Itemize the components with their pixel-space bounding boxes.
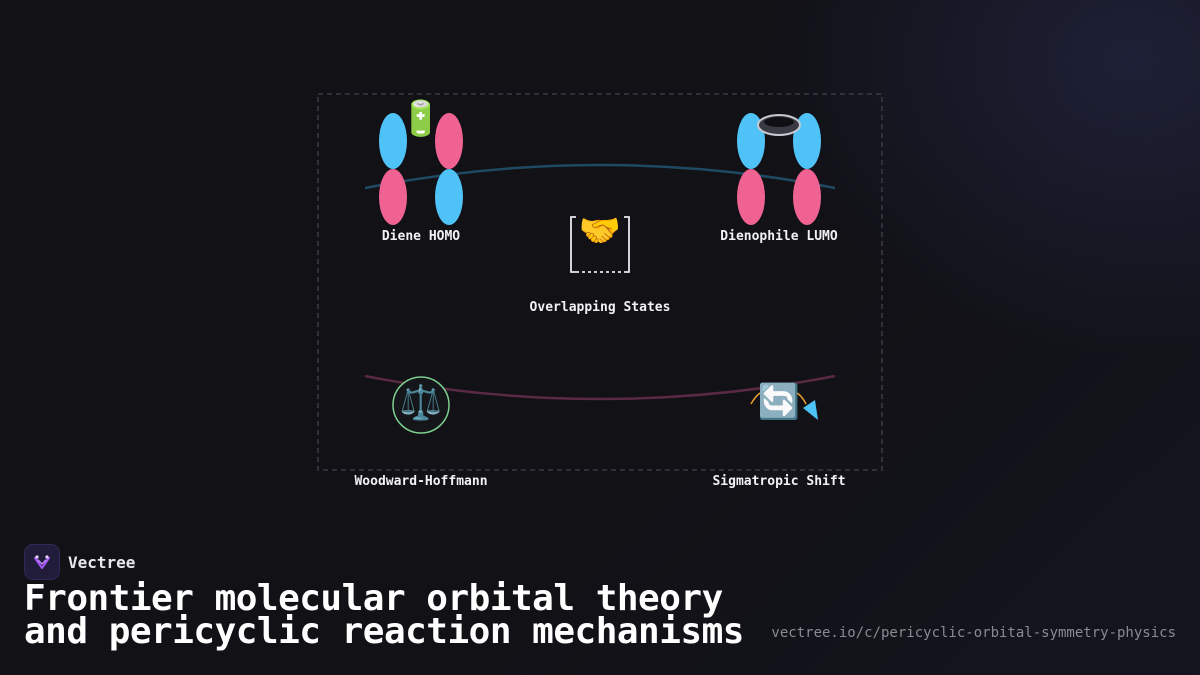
woodward-hoffmann-label: Woodward-Hoffmann (354, 474, 488, 489)
dienophile-lumo-label: Dienophile LUMO (720, 229, 838, 244)
diagram-frame (317, 93, 883, 471)
arrowhead-icon (803, 400, 818, 420)
sigmatropic-shift-label: Sigmatropic Shift (712, 474, 846, 489)
top-connection-arc (364, 163, 836, 190)
page-title: Frontier molecular orbital theory and pe… (24, 578, 744, 652)
orbital-lobe (737, 169, 765, 225)
rotate-arrows-icon: 🔄 (757, 382, 801, 422)
vectree-logo-icon (24, 544, 60, 580)
handshake-icon: 🤝 (578, 211, 622, 251)
overlap-bracket (570, 216, 630, 273)
orbital-lobe (793, 169, 821, 225)
scale-ring (392, 376, 450, 434)
diene-homo-orbital (379, 113, 463, 225)
title-line-2: and pericyclic reaction mechanisms (24, 611, 744, 652)
empty-dish-icon (757, 114, 801, 136)
orbital-lobe (379, 169, 407, 225)
battery-icon: 🔋 (399, 99, 443, 139)
brand: Vectree (24, 544, 135, 580)
orbital-lobe (379, 113, 407, 169)
sigmatropic-shift-arrow (750, 390, 818, 420)
balance-scale-icon: ⚖️ (399, 383, 443, 423)
orbital-lobe (435, 169, 463, 225)
orbital-lobe (435, 113, 463, 169)
brand-name: Vectree (68, 552, 136, 572)
overlapping-states-label: Overlapping States (529, 300, 671, 315)
title-line-1: Frontier molecular orbital theory (24, 578, 723, 619)
course-url[interactable]: vectree.io/c/pericyclic-orbital-symmetry… (771, 625, 1176, 641)
diene-homo-label: Diene HOMO (381, 229, 461, 244)
